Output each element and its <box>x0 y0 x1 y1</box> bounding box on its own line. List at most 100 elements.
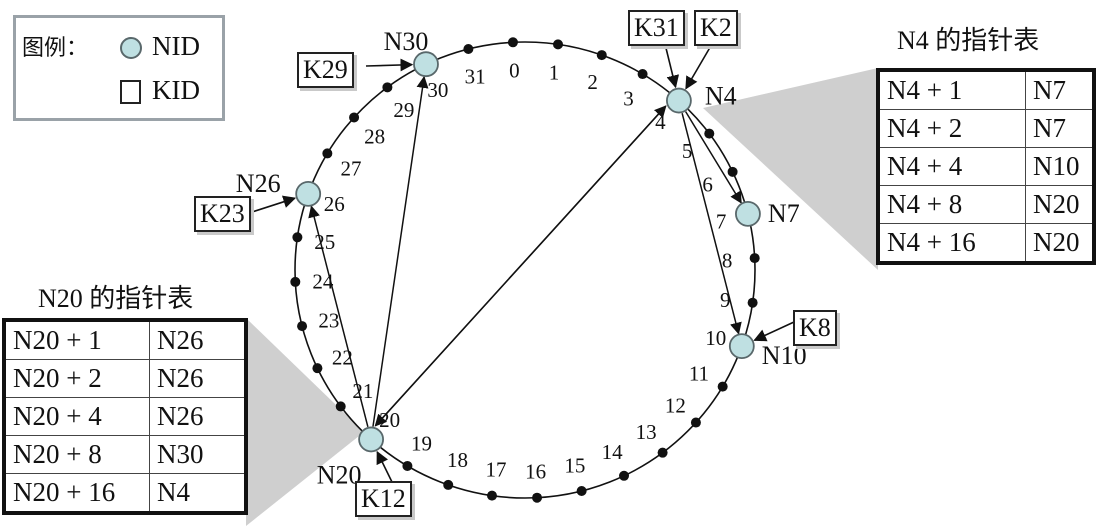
legend: 图例： NID KID <box>13 15 225 121</box>
finger-start: N20 + 4 <box>3 397 150 436</box>
ring-position-label: 7 <box>716 210 727 234</box>
n4-callout-wedge <box>703 68 878 270</box>
key-arrow-k2 <box>685 43 713 90</box>
ring-position-dot <box>382 82 393 93</box>
key-arrow-k12 <box>376 450 393 483</box>
ring-position-dot <box>463 44 474 55</box>
node-label-n30: N30 <box>384 27 429 56</box>
ring-node-n4 <box>666 87 692 114</box>
ring-position-dot <box>292 232 303 243</box>
finger-start: N20 + 1 <box>3 319 150 360</box>
key-arrow-k8 <box>753 321 795 342</box>
ring-position-label: 8 <box>722 248 733 272</box>
ring-position-label: 31 <box>465 65 486 89</box>
finger-successor: N26 <box>149 319 247 360</box>
ring-position-dot <box>349 112 360 123</box>
ring-position-dots <box>290 37 760 503</box>
ring-position-label: 13 <box>636 420 657 444</box>
ring-position-dot <box>637 69 648 80</box>
ring-position-label: 20 <box>379 408 400 432</box>
finger-edge-n20-n26 <box>308 205 369 428</box>
key-box-k2: K2 <box>694 10 738 46</box>
n20-callout-wedge <box>246 318 364 526</box>
finger-successor: N26 <box>149 397 247 436</box>
ring-position-dot <box>322 148 333 159</box>
node-label-n26: N26 <box>236 169 281 198</box>
ring-position-label: 25 <box>314 230 335 254</box>
legend-node-label: NID <box>152 31 200 61</box>
ring-position-label: 22 <box>332 345 353 369</box>
ring-position-dot <box>749 253 760 264</box>
finger-edge-n4-n7 <box>685 111 742 204</box>
ring-node-n30 <box>413 51 439 78</box>
finger-start: N20 + 16 <box>3 473 150 514</box>
ring-position-label: 16 <box>525 459 546 483</box>
finger-start: N4 + 8 <box>877 185 1026 224</box>
finger-start: N4 + 16 <box>877 223 1026 264</box>
ring-position-label: 11 <box>689 362 709 386</box>
ring-position-label: 15 <box>564 453 585 477</box>
legend-node-swatch <box>120 37 142 59</box>
ring-position-label: 27 <box>341 156 362 180</box>
ring-position-label: 14 <box>602 440 624 464</box>
ring-position-dot <box>747 297 758 308</box>
ring-position-dot <box>727 166 738 177</box>
ring-position-label: 24 <box>312 270 334 294</box>
finger-edges <box>308 75 742 428</box>
ring-position-label: 18 <box>447 448 468 472</box>
ring-position-dot <box>335 401 346 412</box>
key-box-k12: K12 <box>355 481 412 517</box>
ring-position-label: 9 <box>720 288 731 312</box>
n4-finger-table-title: N4 的指针表 <box>897 26 1040 55</box>
finger-successor: N7 <box>1025 109 1095 148</box>
ring-position-label: 10 <box>705 326 726 350</box>
ring-node-n20 <box>358 426 384 453</box>
key-box-k23: K23 <box>194 196 251 232</box>
ring-position-label: 28 <box>364 125 385 149</box>
ring-position-dot <box>596 50 607 61</box>
finger-start: N20 + 2 <box>3 359 150 398</box>
ring-position-dot <box>576 485 587 496</box>
ring-node-n26 <box>295 180 322 207</box>
ring-position-label: 26 <box>324 192 345 216</box>
ring-position-dot <box>507 37 518 48</box>
ring-position-dot <box>290 276 301 287</box>
ring-position-dot <box>402 460 413 471</box>
ring-position-label: 30 <box>427 78 448 102</box>
finger-successor: N10 <box>1025 147 1095 186</box>
ring-position-label: 0 <box>509 59 520 83</box>
finger-successor: N30 <box>149 435 247 474</box>
node-label-n20: N20 <box>317 460 362 489</box>
finger-successor: N7 <box>1025 69 1095 110</box>
ring-position-dot <box>717 381 728 392</box>
ring-position-label: 5 <box>682 139 693 163</box>
finger-start: N4 + 4 <box>877 147 1026 186</box>
ring-node-n10 <box>728 333 755 360</box>
n20-finger-table-title: N20 的指针表 <box>38 284 194 313</box>
node-label-n4: N4 <box>705 82 737 111</box>
ring-position-dot <box>690 417 701 428</box>
ring-position-label: 17 <box>485 458 506 482</box>
node-label-n7: N7 <box>768 199 800 228</box>
legend-key-label: KID <box>152 75 200 105</box>
finger-start: N4 + 2 <box>877 109 1026 148</box>
finger-edge-n20-n30 <box>372 75 429 427</box>
key-box-k29: K29 <box>297 52 354 88</box>
finger-start: N20 + 8 <box>3 435 150 474</box>
key-box-k31: K31 <box>628 10 685 46</box>
ring-position-label: 12 <box>665 393 686 417</box>
ring-position-dot <box>312 363 323 374</box>
key-arrow-k23 <box>251 195 297 213</box>
ring-node-n7 <box>735 200 761 227</box>
